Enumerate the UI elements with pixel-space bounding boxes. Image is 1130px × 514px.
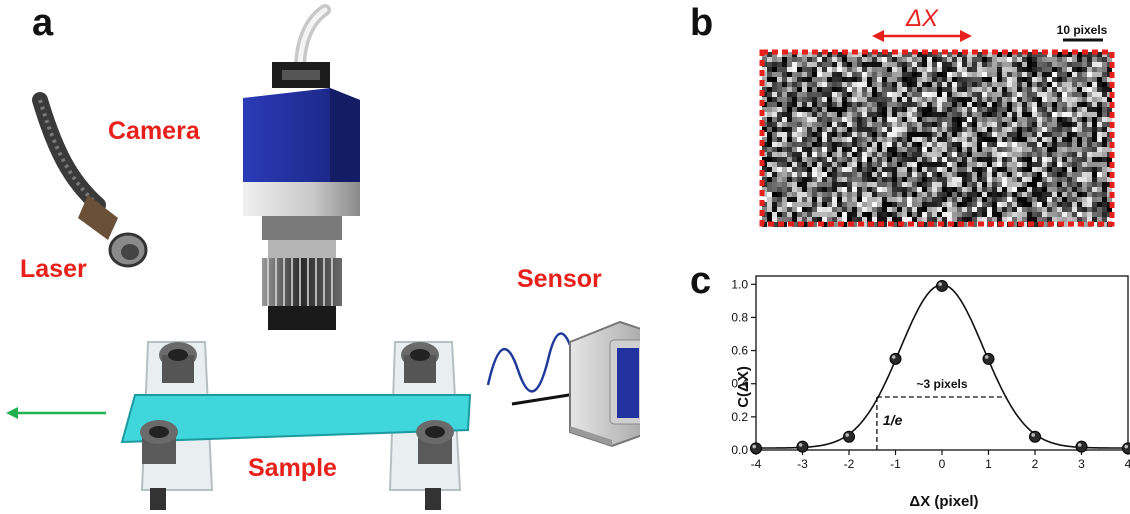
x-tick-label: 4 bbox=[1125, 457, 1130, 471]
data-point bbox=[843, 430, 855, 443]
data-point bbox=[936, 279, 948, 292]
x-tick-label: 1 bbox=[985, 457, 992, 471]
panel-label-a: a bbox=[32, 2, 54, 44]
y-tick-label: 0.0 bbox=[731, 443, 748, 457]
threshold-annotation: 1/e bbox=[883, 412, 903, 428]
x-tick-label: 2 bbox=[1032, 457, 1039, 471]
y-tick-label: 0.2 bbox=[731, 410, 748, 424]
delta-x-label: ΔX bbox=[905, 5, 939, 32]
camera-cable bbox=[294, 4, 331, 76]
x-tick-label: -4 bbox=[751, 457, 762, 471]
x-tick-label: 3 bbox=[1078, 457, 1085, 471]
sensor bbox=[569, 320, 640, 448]
speckle-frame bbox=[759, 49, 1115, 227]
laser-label: Laser bbox=[20, 255, 87, 283]
x-tick-label: -1 bbox=[890, 457, 901, 471]
data-point bbox=[1122, 442, 1130, 455]
camera-label: Camera bbox=[108, 117, 200, 145]
chart-plot-area: -4 -3 -2 -1 0 1 2 3 4 0.0 0.2 0.4 0.6 0.8 1.0 ~3 pixels… bbox=[731, 275, 1130, 471]
sample-fixture bbox=[120, 341, 472, 510]
x-tick-label: -3 bbox=[797, 457, 808, 471]
y-axis-label: C(ΔX) bbox=[735, 366, 752, 408]
x-tick-label: -2 bbox=[844, 457, 855, 471]
speckle-pattern bbox=[762, 52, 1112, 227]
camera bbox=[243, 62, 360, 330]
panel-label-c: c bbox=[690, 260, 712, 302]
sine-wave bbox=[486, 332, 572, 393]
laser bbox=[32, 92, 148, 268]
x-axis-label: ΔX (pixel) bbox=[909, 493, 978, 510]
speckle-panel: ΔX 10 pixels bbox=[759, 5, 1115, 227]
x-tick-label: 0 bbox=[939, 457, 946, 471]
panel-label-b: b bbox=[690, 2, 714, 44]
y-tick-label: 0.8 bbox=[731, 310, 748, 324]
plot-frame bbox=[755, 275, 1129, 451]
data-point bbox=[1029, 430, 1041, 443]
width-annotation: ~3 pixels bbox=[916, 377, 967, 391]
sample-label: Sample bbox=[248, 454, 337, 482]
y-tick-label: 0.6 bbox=[731, 344, 748, 358]
experimental-setup-illustration bbox=[6, 4, 640, 510]
data-point bbox=[889, 352, 902, 365]
data-point bbox=[1075, 440, 1088, 453]
pull-direction-arrow bbox=[6, 407, 106, 419]
data-point bbox=[982, 352, 995, 365]
delta-x-arrow bbox=[872, 30, 972, 42]
correlation-chart: -4 -3 -2 -1 0 1 2 3 4 0.0 0.2 0.4 0.6 0.8 1.0 ~3 pixels… bbox=[731, 275, 1130, 510]
scale-bar-label: 10 pixels bbox=[1057, 23, 1108, 37]
y-tick-label: 1.0 bbox=[731, 277, 748, 291]
fit-curve bbox=[756, 283, 1128, 449]
sensor-label: Sensor bbox=[517, 265, 602, 293]
data-point bbox=[750, 442, 762, 455]
y-tick-label: 0.4 bbox=[731, 377, 748, 391]
data-point bbox=[796, 440, 809, 453]
